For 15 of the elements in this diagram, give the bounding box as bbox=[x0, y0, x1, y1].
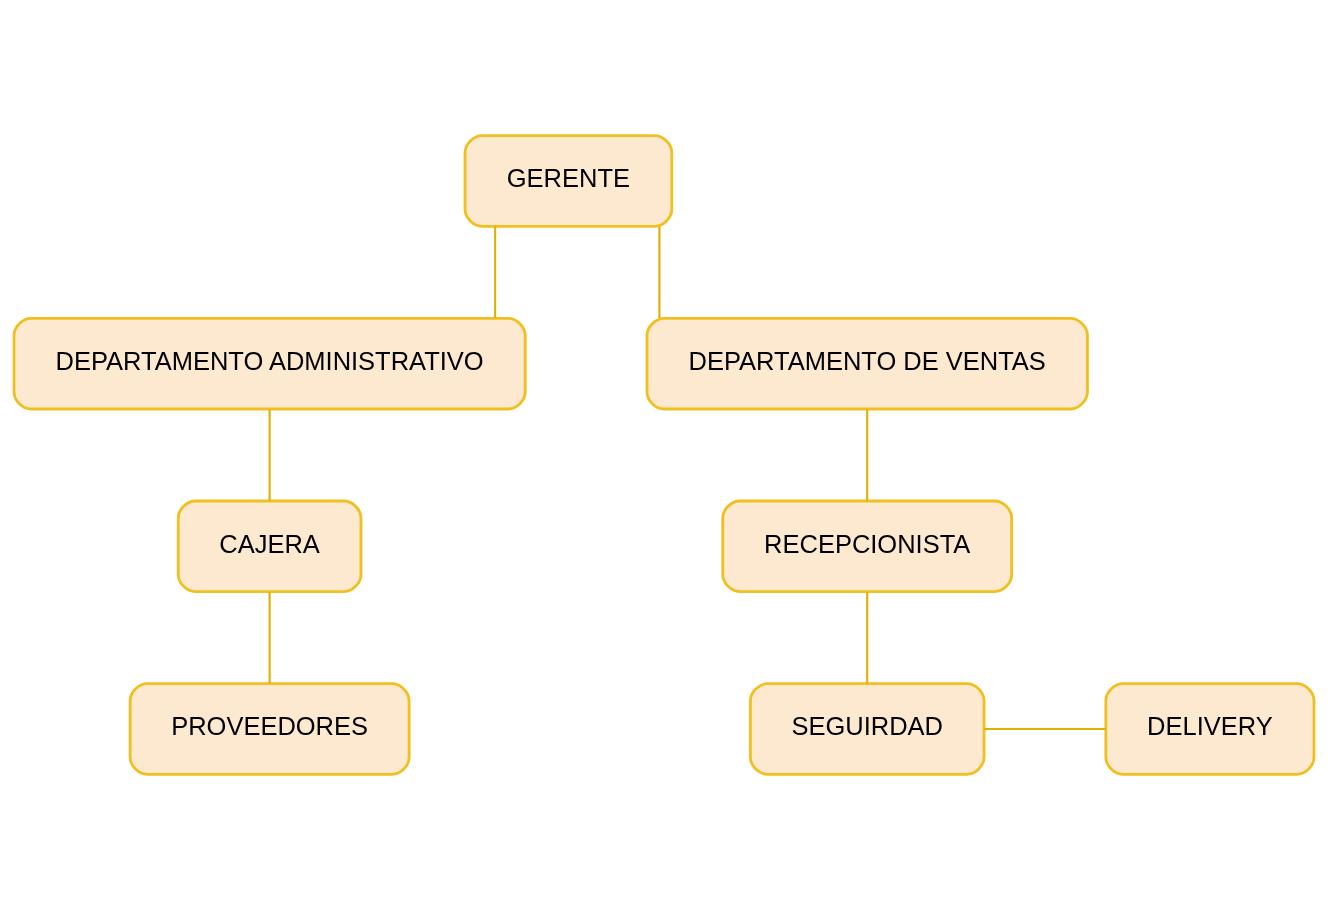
node-box: CAJERA bbox=[176, 499, 363, 593]
connector bbox=[866, 591, 869, 683]
connector bbox=[866, 408, 869, 501]
connector bbox=[268, 591, 271, 683]
node-box: RECEPCIONISTA bbox=[721, 499, 1014, 593]
connector bbox=[658, 226, 661, 318]
connector bbox=[494, 226, 497, 318]
node-box: DEPARTAMENTO DE VENTAS bbox=[645, 316, 1089, 410]
node-box: GERENTE bbox=[463, 133, 674, 228]
node-box: SEGUIRDAD bbox=[748, 681, 986, 776]
node-box: DELIVERY bbox=[1104, 681, 1316, 776]
node-box: DEPARTAMENTO ADMINISTRATIVO bbox=[12, 316, 527, 410]
connector bbox=[268, 408, 271, 501]
connector bbox=[984, 727, 1106, 730]
node-box: PROVEEDORES bbox=[128, 681, 411, 776]
